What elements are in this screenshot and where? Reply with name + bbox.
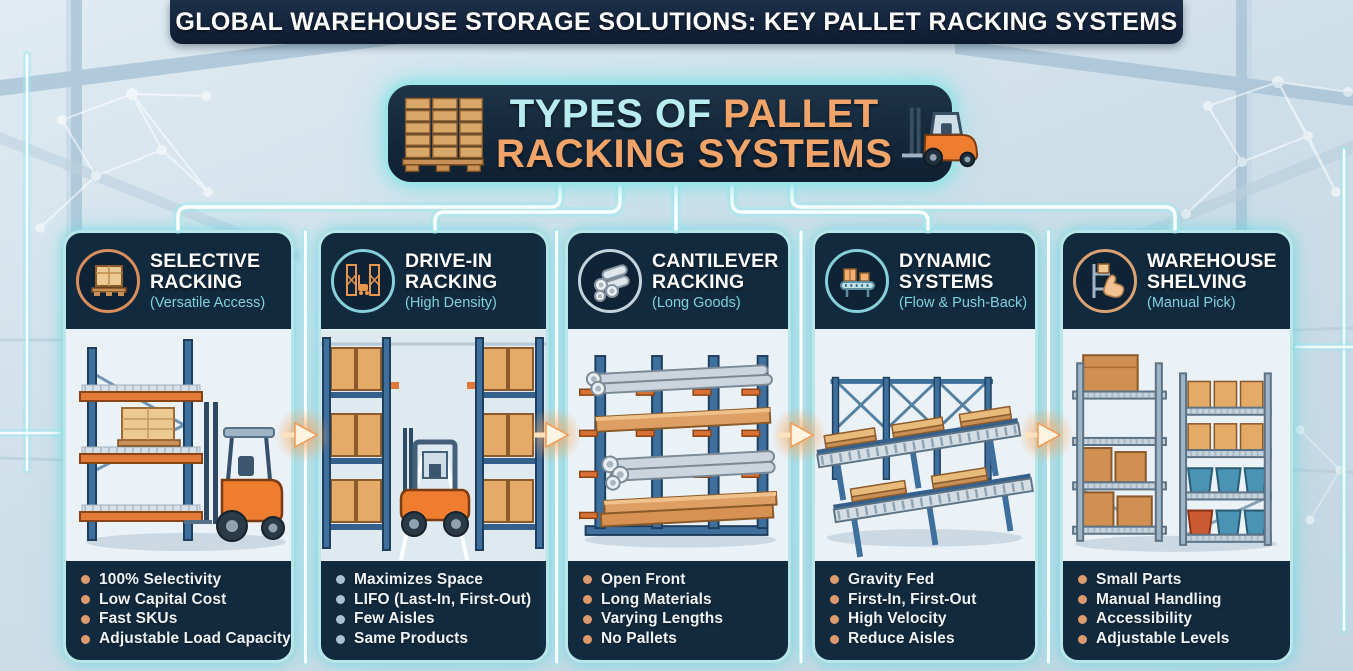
cantilever-rack-illustration [568,329,788,561]
bullet-dot [81,575,90,585]
card-title: DRIVE-IN RACKING [405,250,498,293]
card-bullet-list: Gravity Fed First-In, First-Out High Vel… [815,561,1035,660]
bullet-dot [1078,634,1087,644]
card-subtitle: (Manual Pick) [1147,294,1236,311]
list-item: High Velocity [830,610,1029,628]
card-subtitle: (High Density) [405,294,497,311]
card-title: DYNAMIC SYSTEMS [899,250,994,293]
card-header: DYNAMIC SYSTEMS (Flow & Push-Back) [815,233,1035,329]
card-header: WAREHOUSE SHELVING (Manual Pick) [1063,233,1290,329]
forklift-icon [902,99,984,169]
hand-pick-box-icon [1073,249,1137,313]
bullet-dot [1078,595,1087,605]
card-bullet-list: 100% Selectivity Low Capital Cost Fast S… [66,561,291,660]
card-header: CANTILEVER RACKING (Long Goods) [568,233,788,329]
shelving-illustration [1063,329,1290,561]
card-header: SELECTIVE RACKING (Versatile Access) [66,233,291,329]
bullet-dot [1078,575,1087,585]
list-item: Few Aisles [336,610,540,628]
card-subtitle: (Flow & Push-Back) [899,294,1028,311]
list-item: First-In, First-Out [830,591,1029,609]
card-selective-racking: SELECTIVE RACKING (Versatile Access) [63,230,294,663]
list-item: Low Capital Cost [81,591,285,609]
card-title: WAREHOUSE SHELVING [1147,250,1277,293]
list-item: Small Parts [1078,571,1284,589]
bullet-dot [336,634,345,644]
list-item: Reduce Aisles [830,630,1029,648]
bullet-dot [583,614,592,624]
list-item: Long Materials [583,591,782,609]
bullet-dot [81,614,90,624]
bullet-dot [583,634,592,644]
bullet-dot [81,595,90,605]
bullet-dot [583,575,592,585]
list-item: Varying Lengths [583,610,782,628]
flow-rack-illustration [815,329,1035,561]
card-bullet-list: Maximizes Space LIFO (Last-In, First-Out… [321,561,546,660]
list-item: No Pallets [583,630,782,648]
bullet-dot [336,595,345,605]
bullet-dot [830,614,839,624]
banner-title: GLOBAL WAREHOUSE STORAGE SOLUTIONS: KEY … [175,7,1178,36]
list-item: Same Products [336,630,540,648]
bullet-dot [830,634,839,644]
card-subtitle: (Versatile Access) [150,294,266,311]
card-title: CANTILEVER RACKING [652,250,779,293]
list-item: Manual Handling [1078,591,1284,609]
bullet-dot [81,634,90,644]
list-item: Maximizes Space [336,571,540,589]
card-warehouse-shelving: WAREHOUSE SHELVING (Manual Pick) [1060,230,1293,663]
selective-rack-illustration [66,329,291,561]
card-cantilever-racking: CANTILEVER RACKING (Long Goods) [565,230,791,663]
card-header: DRIVE-IN RACKING (High Density) [321,233,546,329]
pipes-icon [578,249,642,313]
main-title-box: TYPES OF PALLET RACKING SYSTEMS [385,82,979,185]
bullet-dot [336,614,345,624]
list-item: Adjustable Load Capacity [81,630,291,648]
bullet-dot [583,595,592,605]
bullet-dot [1078,614,1087,624]
card-dynamic-systems: DYNAMIC SYSTEMS (Flow & Push-Back) [812,230,1038,663]
list-item: 100% Selectivity [81,571,285,589]
top-banner: GLOBAL WAREHOUSE STORAGE SOLUTIONS: KEY … [170,0,1183,44]
page-title: TYPES OF PALLET RACKING SYSTEMS [496,91,893,176]
list-item: Open Front [583,571,782,589]
drive-in-rack-illustration [321,329,546,561]
bullet-dot [830,595,839,605]
conveyor-boxes-icon [825,249,889,313]
network-pattern-left [35,88,213,233]
pallet-stack-icon [400,91,486,177]
card-title: SELECTIVE RACKING [150,250,261,293]
card-bullet-list: Small Parts Manual Handling Accessibilit… [1063,561,1290,660]
bullet-dot [830,575,839,585]
list-item: Fast SKUs [81,610,285,628]
list-item: Gravity Fed [830,571,1029,589]
drive-in-rack-forklift-icon [331,249,395,313]
card-drive-in-racking: DRIVE-IN RACKING (High Density) [318,230,549,663]
list-item: Adjustable Levels [1078,630,1284,648]
card-bullet-list: Open Front Long Materials Varying Length… [568,561,788,660]
card-subtitle: (Long Goods) [652,294,741,311]
list-item: LIFO (Last-In, First-Out) [336,591,540,609]
bullet-dot [336,575,345,585]
box-on-pallet-icon [76,249,140,313]
list-item: Accessibility [1078,610,1284,628]
